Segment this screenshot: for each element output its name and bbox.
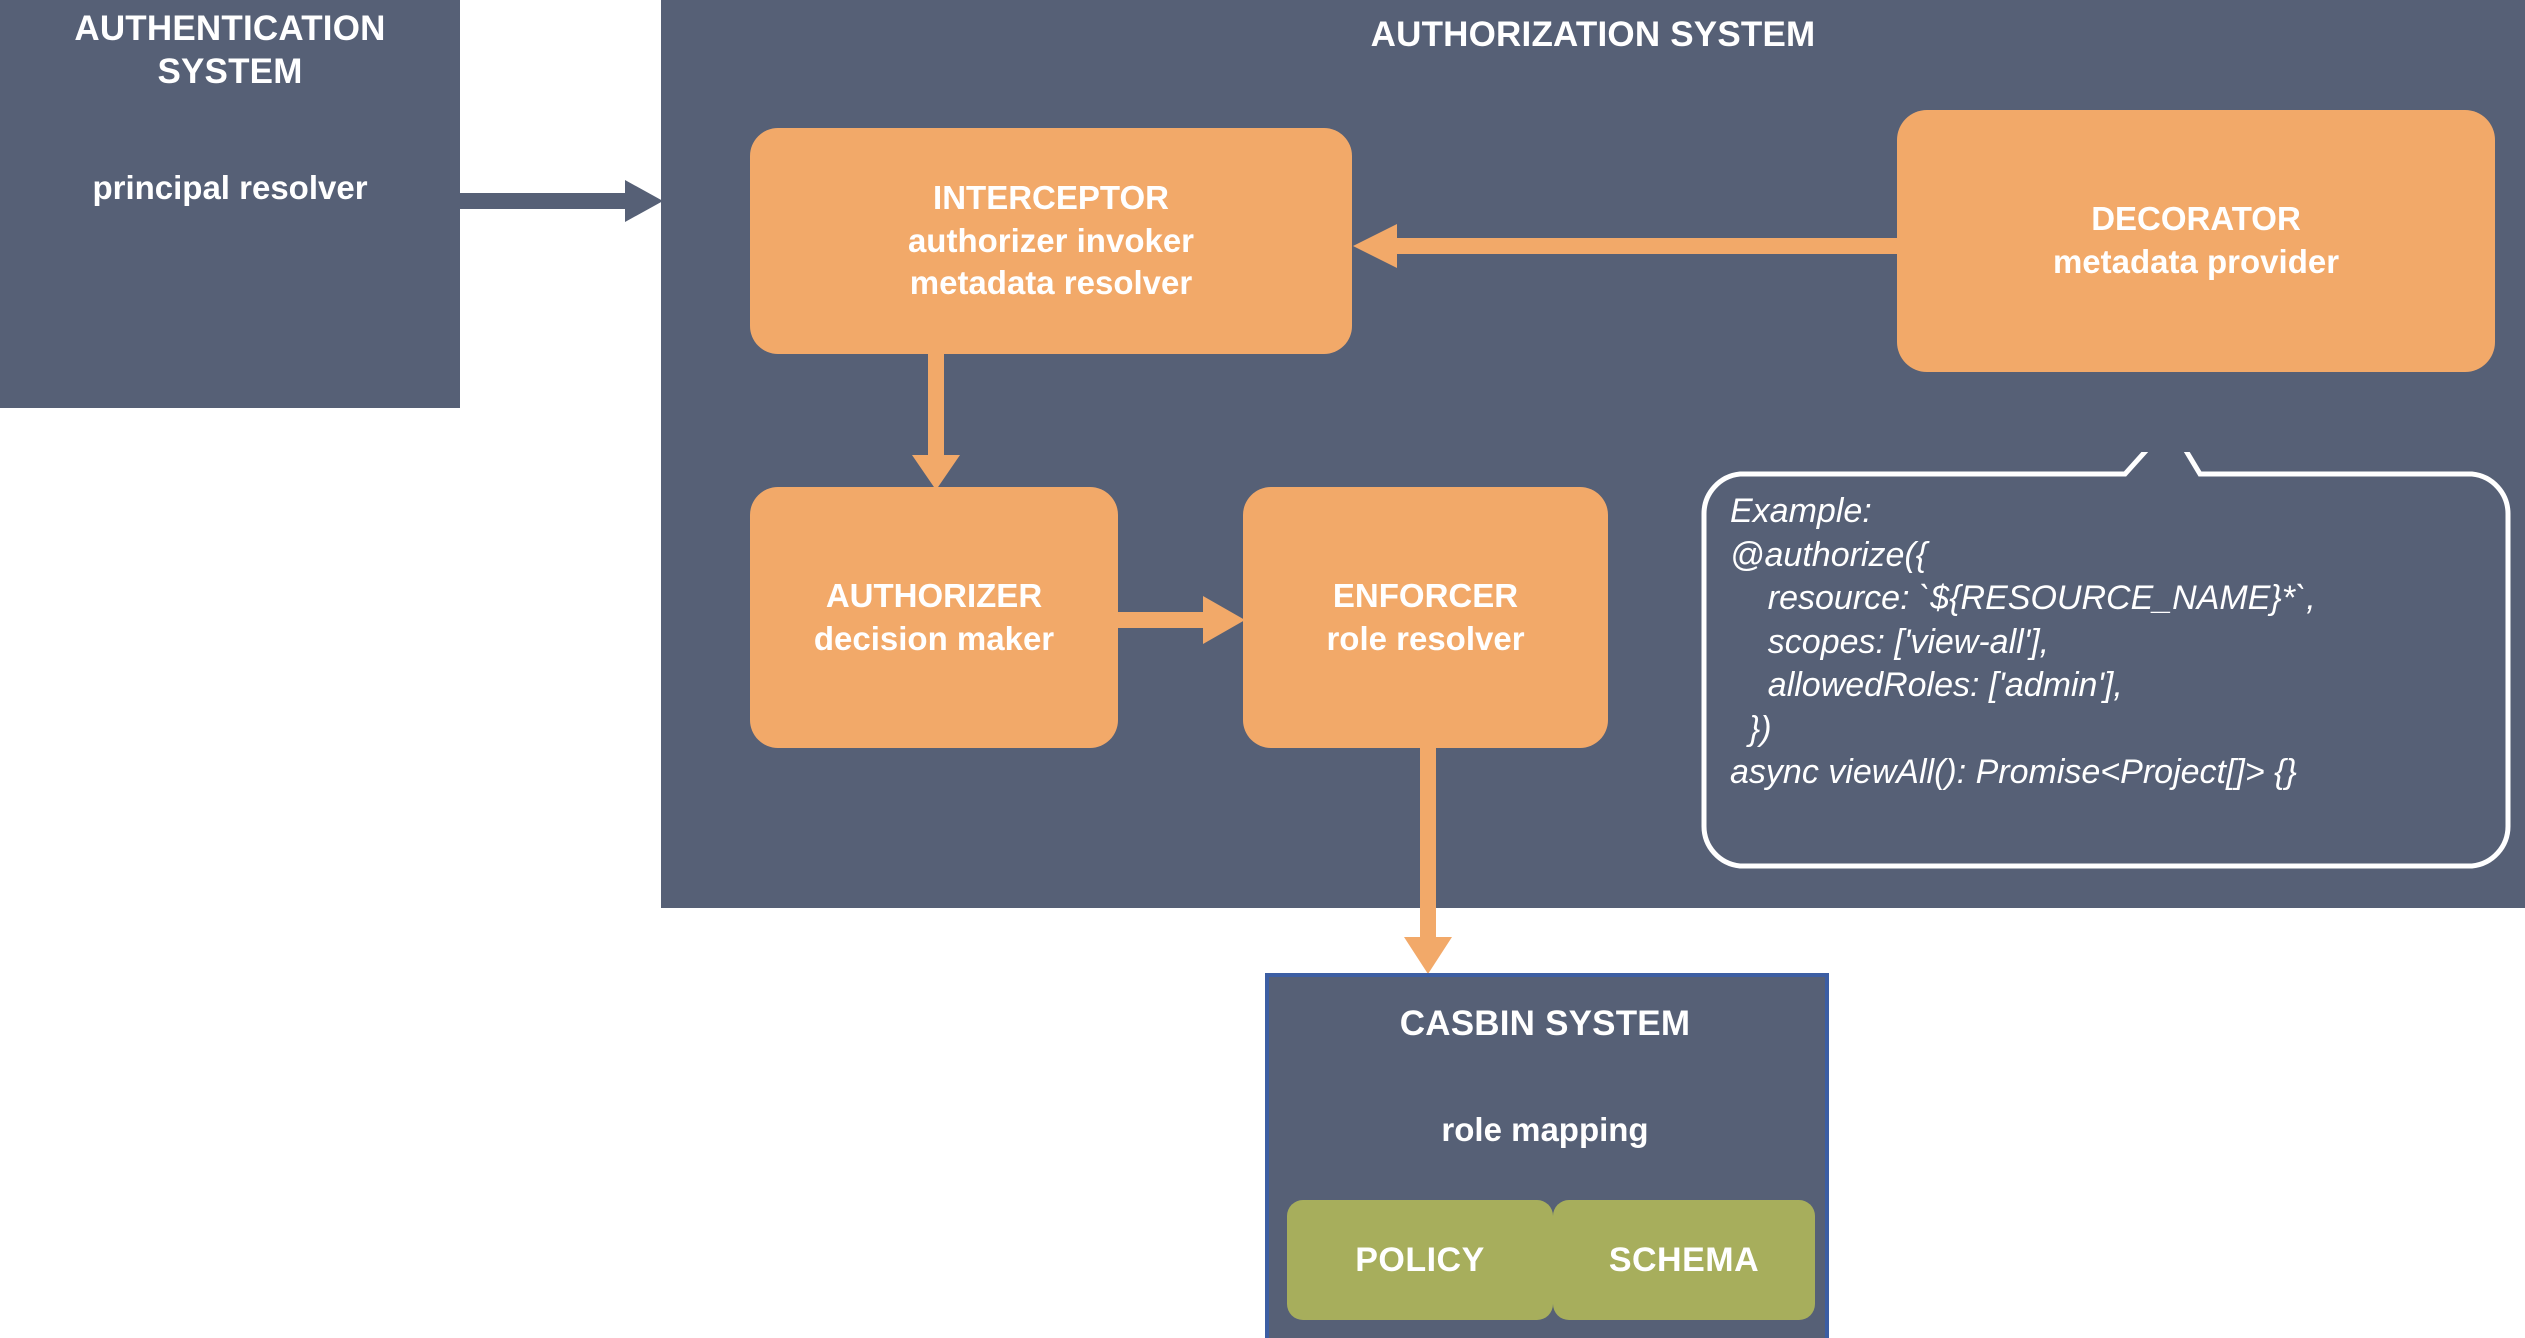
decorator-title: DECORATOR <box>2091 200 2301 238</box>
enforcer-line-1: role resolver <box>1326 619 1525 657</box>
casbin-system-title: CASBIN SYSTEM <box>1399 1004 1691 1043</box>
interceptor-line-2: metadata resolver <box>909 264 1193 302</box>
authentication-system-subtitle: principal resolver <box>92 169 368 206</box>
schema-button[interactable]: SCHEMA <box>1553 1200 1815 1320</box>
decorator-box[interactable]: DECORATOR metadata provider <box>1897 110 2495 372</box>
casbin-system-subtitle: role mapping <box>1441 1111 1649 1148</box>
interceptor-box[interactable]: INTERCEPTOR authorizer invoker metadata … <box>750 128 1352 354</box>
authorizer-title: AUTHORIZER <box>825 576 1043 614</box>
enforcer-title: ENFORCER <box>1332 576 1519 614</box>
example-callout: Example: @authorize({ resource: `${RESOU… <box>1700 452 2512 870</box>
callout-code-text: Example: @authorize({ resource: `${RESOU… <box>1730 492 2316 792</box>
arrow-decorator-to-interceptor <box>1353 224 1901 268</box>
authorization-system-title: AUTHORIZATION SYSTEM <box>1370 15 1816 54</box>
arrow-authorizer-to-enforcer <box>1115 596 1245 644</box>
arrow-auth-to-interceptor <box>455 180 663 222</box>
arrow-enforcer-to-casbin <box>1404 745 1452 974</box>
authorizer-line-1: decision maker <box>813 619 1055 657</box>
interceptor-line-1: authorizer invoker <box>907 221 1195 259</box>
callout-bubble-outline <box>1701 452 2511 869</box>
enforcer-box[interactable]: ENFORCER role resolver <box>1243 487 1608 748</box>
authorizer-box[interactable]: AUTHORIZER decision maker <box>750 487 1118 748</box>
authentication-system-panel <box>0 0 460 408</box>
policy-button[interactable]: POLICY <box>1287 1200 1553 1320</box>
authentication-system-title: AUTHENTICATION SYSTEM <box>74 9 386 91</box>
decorator-line-1: metadata provider <box>2052 243 2340 280</box>
arrow-interceptor-to-authorizer <box>912 351 960 490</box>
interceptor-title: INTERCEPTOR <box>933 178 1169 216</box>
